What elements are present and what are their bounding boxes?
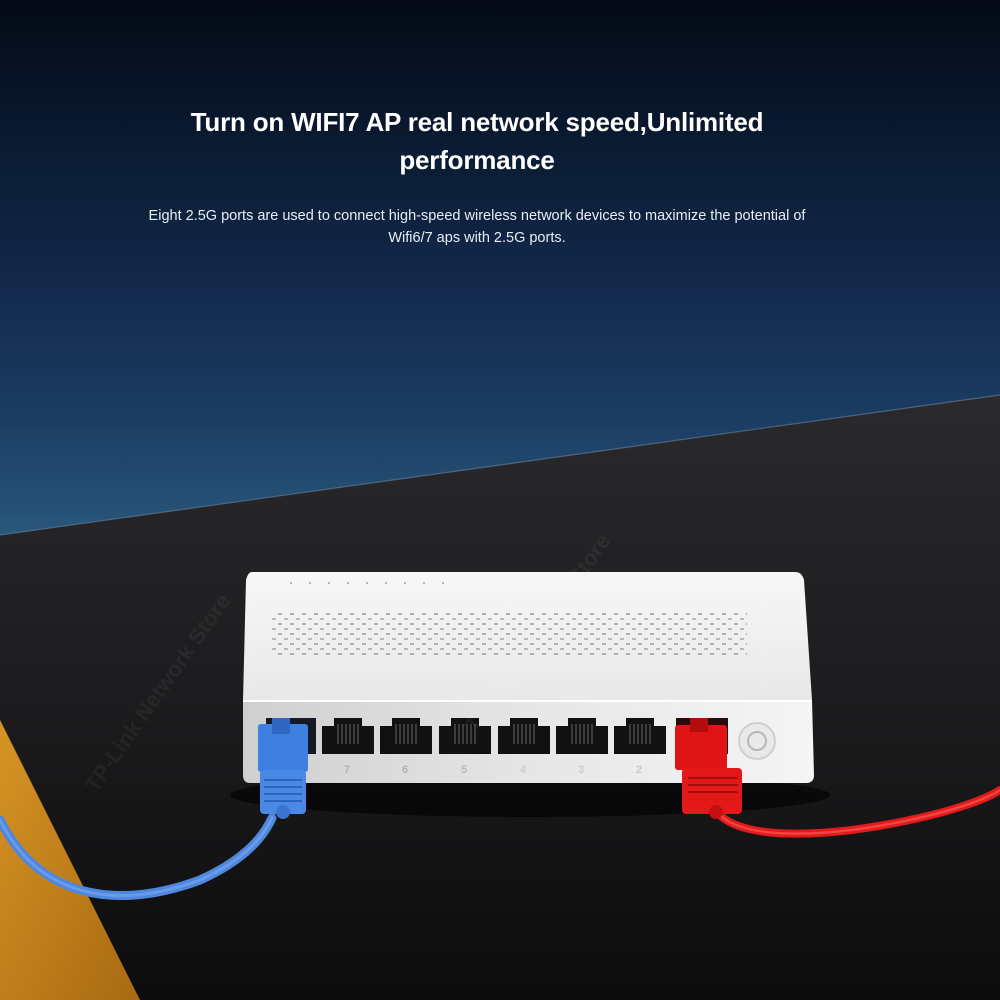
blue-rj45-connector [258, 718, 308, 819]
port-label: 3 [578, 764, 585, 776]
headline: Turn on WIFI7 AP real network speed,Unli… [190, 107, 764, 175]
ethernet-ports [266, 718, 728, 754]
port-label: 2 [636, 764, 643, 776]
orange-surface [0, 720, 140, 1000]
port-label: 4 [520, 764, 527, 776]
led-indicators [290, 582, 444, 584]
port-label: 5 [461, 764, 468, 776]
vent-holes [272, 610, 747, 658]
port-label: 6 [402, 764, 409, 776]
description-text: Eight 2.5G ports are used to connect hig… [148, 208, 806, 246]
red-rj45-connector [675, 718, 742, 819]
port-label: 7 [344, 764, 351, 776]
power-button [738, 722, 776, 760]
